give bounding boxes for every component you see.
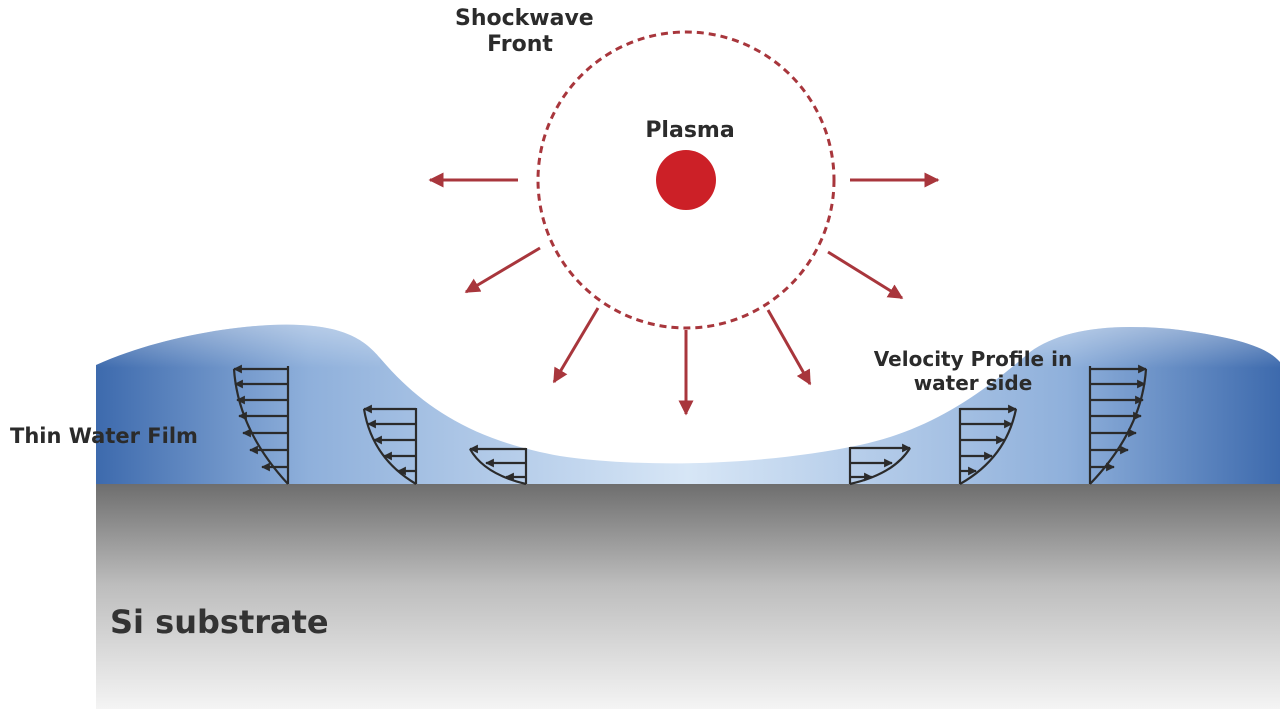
water-surface-highlight: [96, 324, 380, 368]
thin-water-film-label: Thin Water Film: [10, 424, 198, 448]
velocity-profiles: [232, 364, 1148, 486]
velocity-profile-left-2: [362, 404, 418, 485]
velocity-profile-left-3: [469, 444, 528, 486]
arrow-icon: [827, 250, 904, 300]
velocity-profile-right-3: [1088, 364, 1148, 485]
si-substrate-label: Si substrate: [110, 603, 329, 641]
si-substrate: [96, 484, 1280, 709]
velocity-profile-label: Velocity Profile in water side: [873, 347, 1073, 395]
velocity-profile-right-1: [848, 443, 911, 486]
velocity-profile-right-2: [958, 404, 1018, 485]
velocity-profile-left-1: [232, 364, 290, 485]
arrow-icon: [464, 246, 541, 294]
plasma-dot: [656, 150, 716, 210]
arrow-icon: [552, 307, 600, 384]
plasma-label: Plasma: [645, 118, 735, 143]
shockwave-front-circle: [536, 30, 836, 330]
thin-water-film: [96, 324, 1280, 484]
radial-arrows: [428, 172, 940, 416]
water-surface-highlight-right: [1025, 326, 1280, 368]
arrow-icon: [766, 309, 812, 386]
shockwave-front-label: Shockwave Front: [455, 6, 594, 57]
